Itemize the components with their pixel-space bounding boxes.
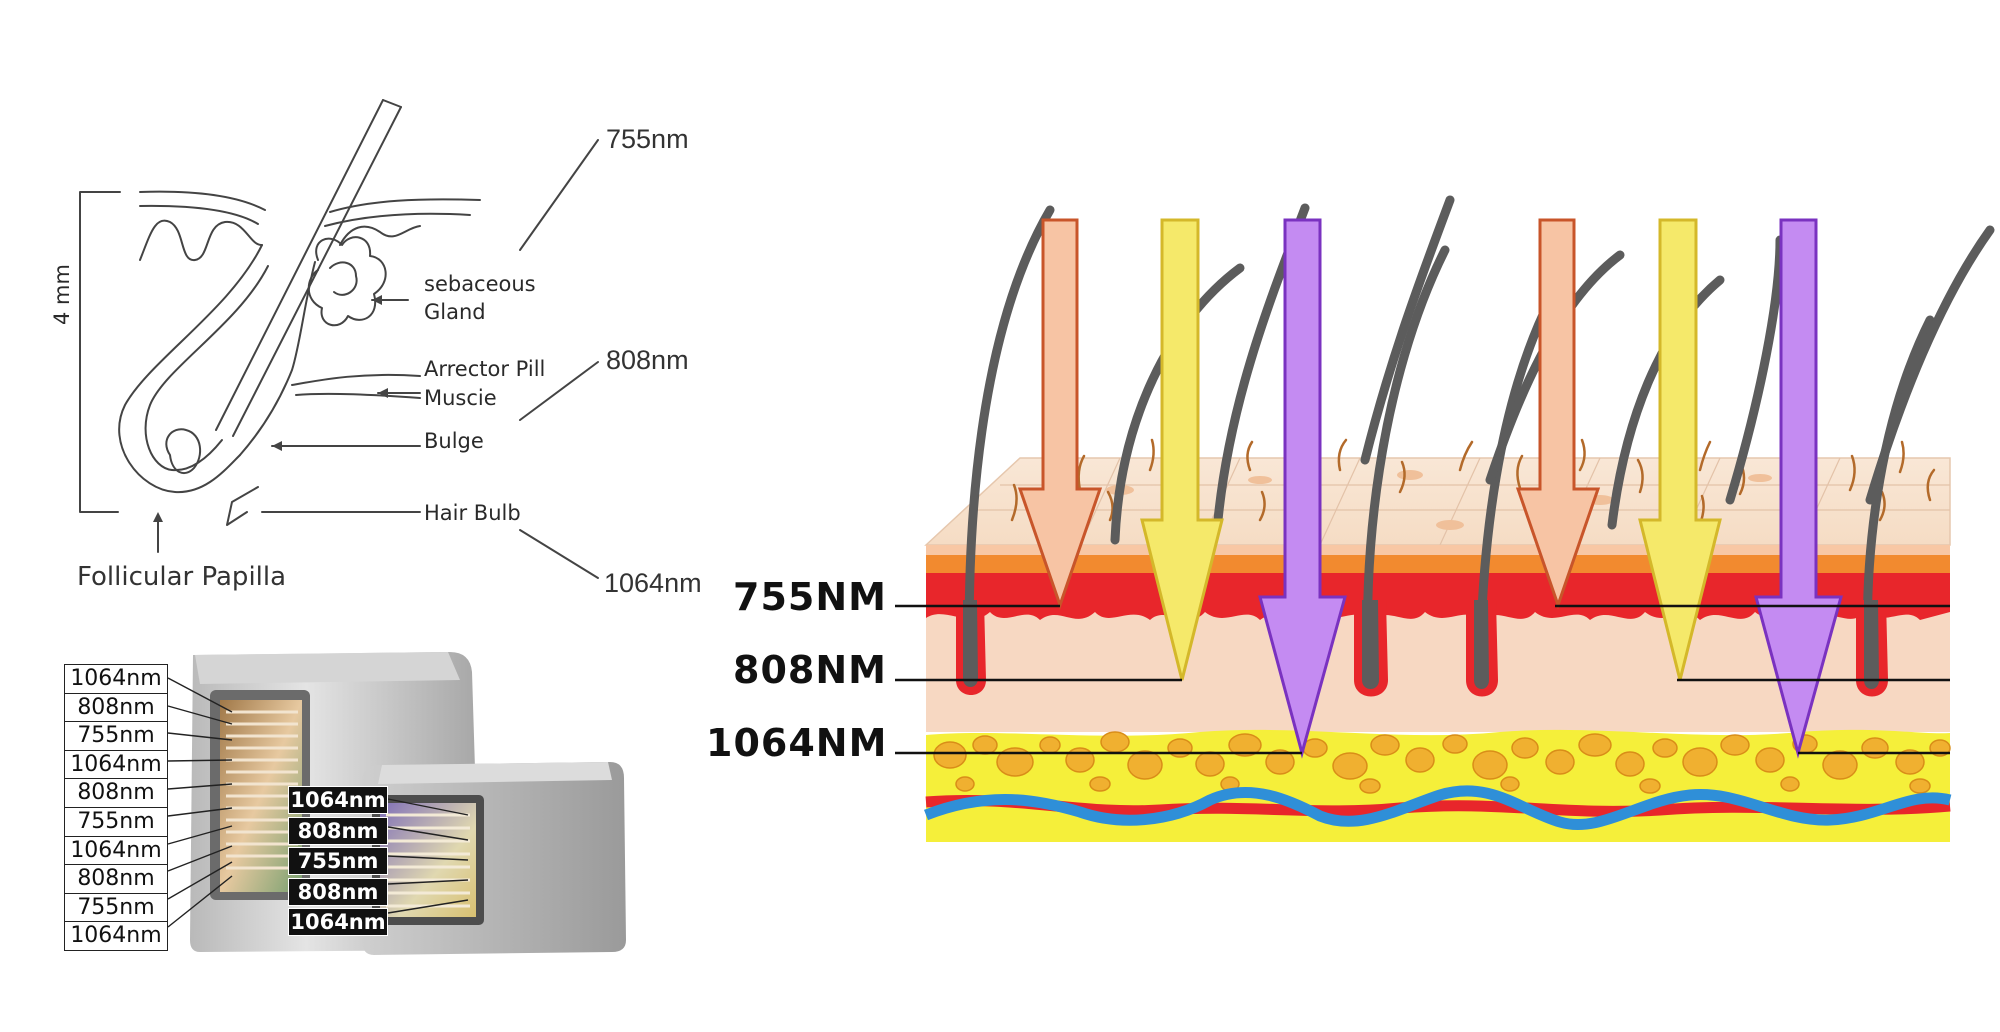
right-wavelength-label-stack: 1064nm 808nm 755nm 808nm 1064nm: [288, 786, 388, 939]
stack-label-dark: 755nm: [288, 847, 388, 875]
depth-label-1064nm: 1064NM: [706, 721, 888, 765]
label-muscle: Muscie: [424, 386, 497, 410]
label-sebaceous: sebaceous: [424, 272, 536, 296]
stack-label: 1064nm: [64, 836, 168, 866]
stack-label: 808nm: [64, 693, 168, 723]
label-808nm-follicle: 808nm: [606, 345, 689, 375]
label-bulge: Bulge: [424, 429, 484, 453]
stack-label: 808nm: [64, 779, 168, 808]
stack-label: 755nm: [64, 807, 168, 837]
stack-label-dark: 1064nm: [288, 786, 388, 814]
left-wavelength-label-stack: 1064nm 808nm 755nm 1064nm 808nm 755nm 10…: [64, 664, 168, 951]
label-follicular-papilla: Follicular Papilla: [77, 562, 287, 592]
label-1064nm-follicle: 1064nm: [604, 568, 702, 598]
hair-follicle-diagram: [79, 99, 599, 579]
stack-label-dark: 808nm: [288, 877, 388, 906]
stack-label: 755nm: [64, 722, 168, 751]
label-hair-bulb: Hair Bulb: [424, 501, 521, 525]
stack-label: 1064nm: [64, 750, 168, 780]
stack-label-dark: 808nm: [288, 816, 388, 845]
label-scale-4mm: 4 mm: [50, 264, 74, 325]
stack-label: 808nm: [64, 865, 168, 894]
depth-label-755nm: 755NM: [733, 575, 887, 619]
label-755nm-follicle: 755nm: [606, 124, 689, 154]
stack-label: 1064nm: [64, 922, 168, 951]
depth-label-808nm: 808NM: [733, 648, 887, 692]
label-gland: Gland: [424, 300, 486, 324]
skin-cross-section-diagram: [895, 195, 1995, 842]
label-arrector: Arrector Pill: [424, 357, 546, 381]
stack-label: 755nm: [64, 893, 168, 923]
stack-label: 1064nm: [64, 664, 168, 694]
stack-label-dark: 1064nm: [288, 908, 388, 936]
